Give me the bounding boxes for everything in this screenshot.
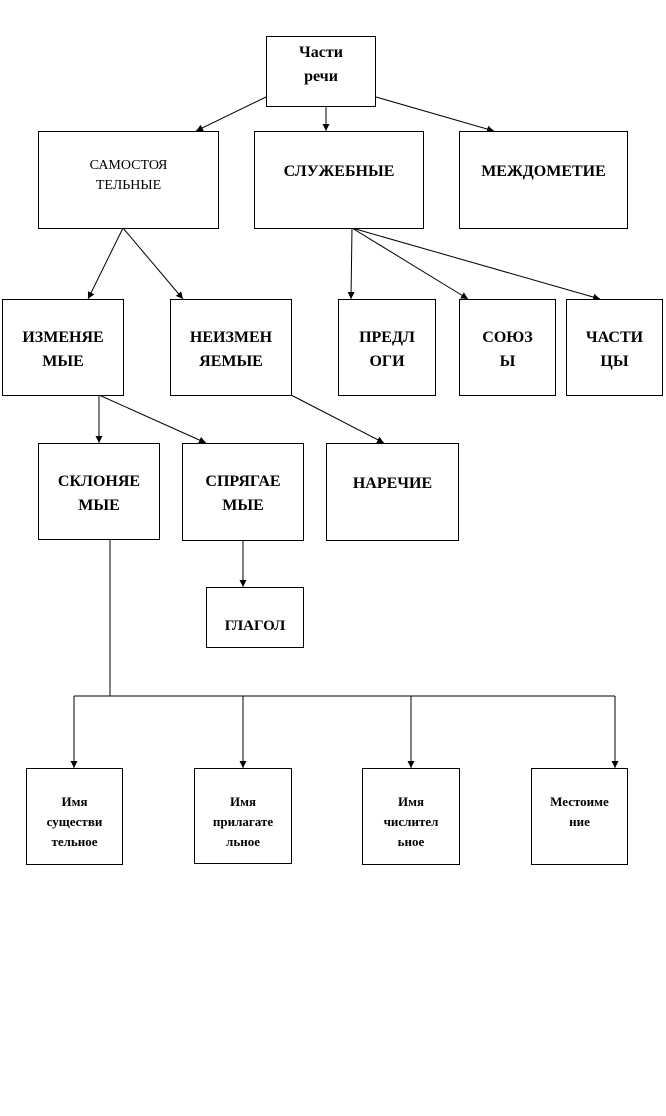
node-label: НАРЕЧИЕ: [352, 475, 433, 492]
node-imya-sushchestvitelnoe: Имя существи тельное: [26, 768, 123, 865]
node-label: СЛУЖЕБНЫЕ: [283, 163, 395, 180]
node-label: МЫЕ: [78, 497, 120, 514]
node-label: ЯЕМЫЕ: [199, 353, 263, 370]
node-predlogi: ПРЕДЛ ОГИ: [338, 299, 436, 396]
node-label: ЧАСТИ: [585, 329, 644, 346]
node-izmenyaemye: ИЗМЕНЯЕ МЫЕ: [2, 299, 124, 396]
arrow-sluzh-to-chastitsy: [351, 227, 601, 301]
node-spryagaemye: СПРЯГАЕ МЫЕ: [182, 443, 304, 541]
arrow-samost-to-izmenyaemye: [87, 227, 124, 300]
node-label: Местоиме: [550, 794, 609, 809]
node-label: МЕЖДОМЕТИЕ: [481, 163, 606, 180]
node-glagol: ГЛАГОЛ: [206, 587, 304, 648]
node-neizmenyaemye: НЕИЗМЕН ЯЕМЫЕ: [170, 299, 292, 396]
arrow-samost-to-neizmenyaemye: [122, 227, 184, 300]
node-label: ПРЕДЛ: [359, 329, 415, 346]
node-label: ьное: [397, 834, 425, 849]
arrow-sluzh-to-soyuzy: [351, 227, 469, 300]
arrow-root-to-samostoyatelnye: [195, 96, 267, 132]
node-label: СОЮЗ: [482, 329, 533, 346]
node-mezhdometie: МЕЖДОМЕТИЕ: [459, 131, 628, 229]
node-label: САМОСТОЯ: [89, 158, 168, 173]
node-chasti-rechi: Части речи: [266, 36, 376, 107]
arrow-neizmen-to-narechie: [290, 394, 385, 444]
arrow-sluzh-to-predlogi: [347, 227, 355, 300]
node-label: существи: [46, 814, 103, 829]
arrow-izmen-to-spryagaemye: [98, 394, 207, 444]
node-mestoimenie: Местоиме ние: [531, 768, 628, 865]
node-imya-chislitelnoe: Имя числител ьное: [362, 768, 460, 865]
node-label: СПРЯГАЕ: [205, 473, 281, 490]
node-label: ТЕЛЬНЫЕ: [95, 178, 162, 193]
node-imya-prilagatelnoe: Имя прилагате льное: [194, 768, 292, 864]
node-label: тельное: [51, 834, 98, 849]
node-samostoyatelnye: САМОСТОЯ ТЕЛЬНЫЕ: [38, 131, 219, 229]
node-label: ГЛАГОЛ: [224, 618, 286, 634]
node-label: ЦЫ: [600, 353, 629, 370]
node-sklonyaemye: СКЛОНЯЕ МЫЕ: [38, 443, 160, 540]
node-label: Ы: [499, 353, 516, 370]
node-label: Части: [299, 44, 343, 61]
node-label: СКЛОНЯЕ: [57, 473, 141, 490]
node-label: МЫЕ: [222, 497, 264, 514]
node-narechie: НАРЕЧИЕ: [326, 443, 459, 541]
node-label: Имя: [230, 794, 256, 809]
node-label: МЫЕ: [42, 353, 84, 370]
node-soyuzy: СОЮЗ Ы: [459, 299, 556, 396]
node-label: числител: [383, 814, 439, 829]
node-chastitsy: ЧАСТИ ЦЫ: [566, 299, 663, 396]
node-label: ИЗМЕНЯЕ: [22, 329, 104, 346]
node-sluzhebnye: СЛУЖЕБНЫЕ: [254, 131, 424, 229]
node-label: Имя: [398, 794, 424, 809]
node-label: речи: [304, 68, 338, 85]
node-label: Имя: [61, 794, 88, 809]
node-label: НЕИЗМЕН: [189, 329, 273, 346]
arrow-root-to-mezhdometie: [375, 96, 495, 133]
node-label: ние: [569, 814, 590, 829]
node-label: ОГИ: [369, 353, 405, 370]
node-label: прилагате: [212, 814, 274, 829]
node-label: льное: [226, 834, 260, 849]
